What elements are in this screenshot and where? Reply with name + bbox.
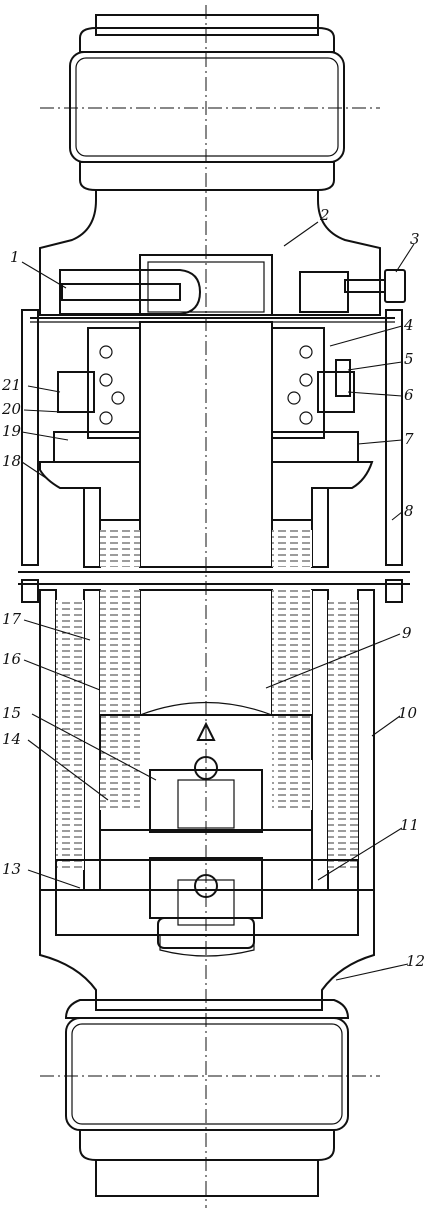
callout-labels: 1 2 3 4 5 6 7 8 9 10 11 12 13 14 15 16 1… [1, 206, 425, 970]
callout-20: 20 [1, 400, 22, 418]
callout-11: 11 [400, 816, 419, 834]
callout-10: 10 [398, 704, 418, 722]
callout-8: 8 [404, 502, 414, 520]
callout-21: 21 [1, 376, 21, 394]
callout-17: 17 [2, 610, 22, 628]
seal-assembly-left [53, 327, 141, 463]
callout-4: 4 [403, 316, 414, 334]
callout-2: 2 [319, 206, 330, 224]
callout-16: 16 [2, 650, 22, 668]
callout-5: 5 [404, 350, 414, 368]
seal-assembly-right [271, 327, 359, 463]
top-mounting-eye [40, 14, 380, 191]
cylinder [39, 487, 375, 891]
callout-18: 18 [2, 452, 21, 470]
callout-13: 13 [2, 860, 21, 878]
callout-7: 7 [404, 430, 414, 448]
callout-19: 19 [2, 422, 22, 440]
callout-14: 14 [2, 730, 21, 748]
callout-9: 9 [402, 624, 412, 642]
callout-1: 1 [10, 248, 20, 266]
callout-6: 6 [404, 386, 414, 404]
lower-body [39, 889, 375, 1011]
callout-15: 15 [2, 704, 21, 722]
outer-casing [21, 309, 403, 603]
break-lines [18, 571, 410, 585]
callout-3: 3 [410, 230, 420, 248]
leader-lines [21, 221, 415, 981]
callout-12: 12 [406, 952, 425, 970]
upper-head [39, 189, 406, 316]
bottom-mounting-eye [40, 999, 380, 1197]
